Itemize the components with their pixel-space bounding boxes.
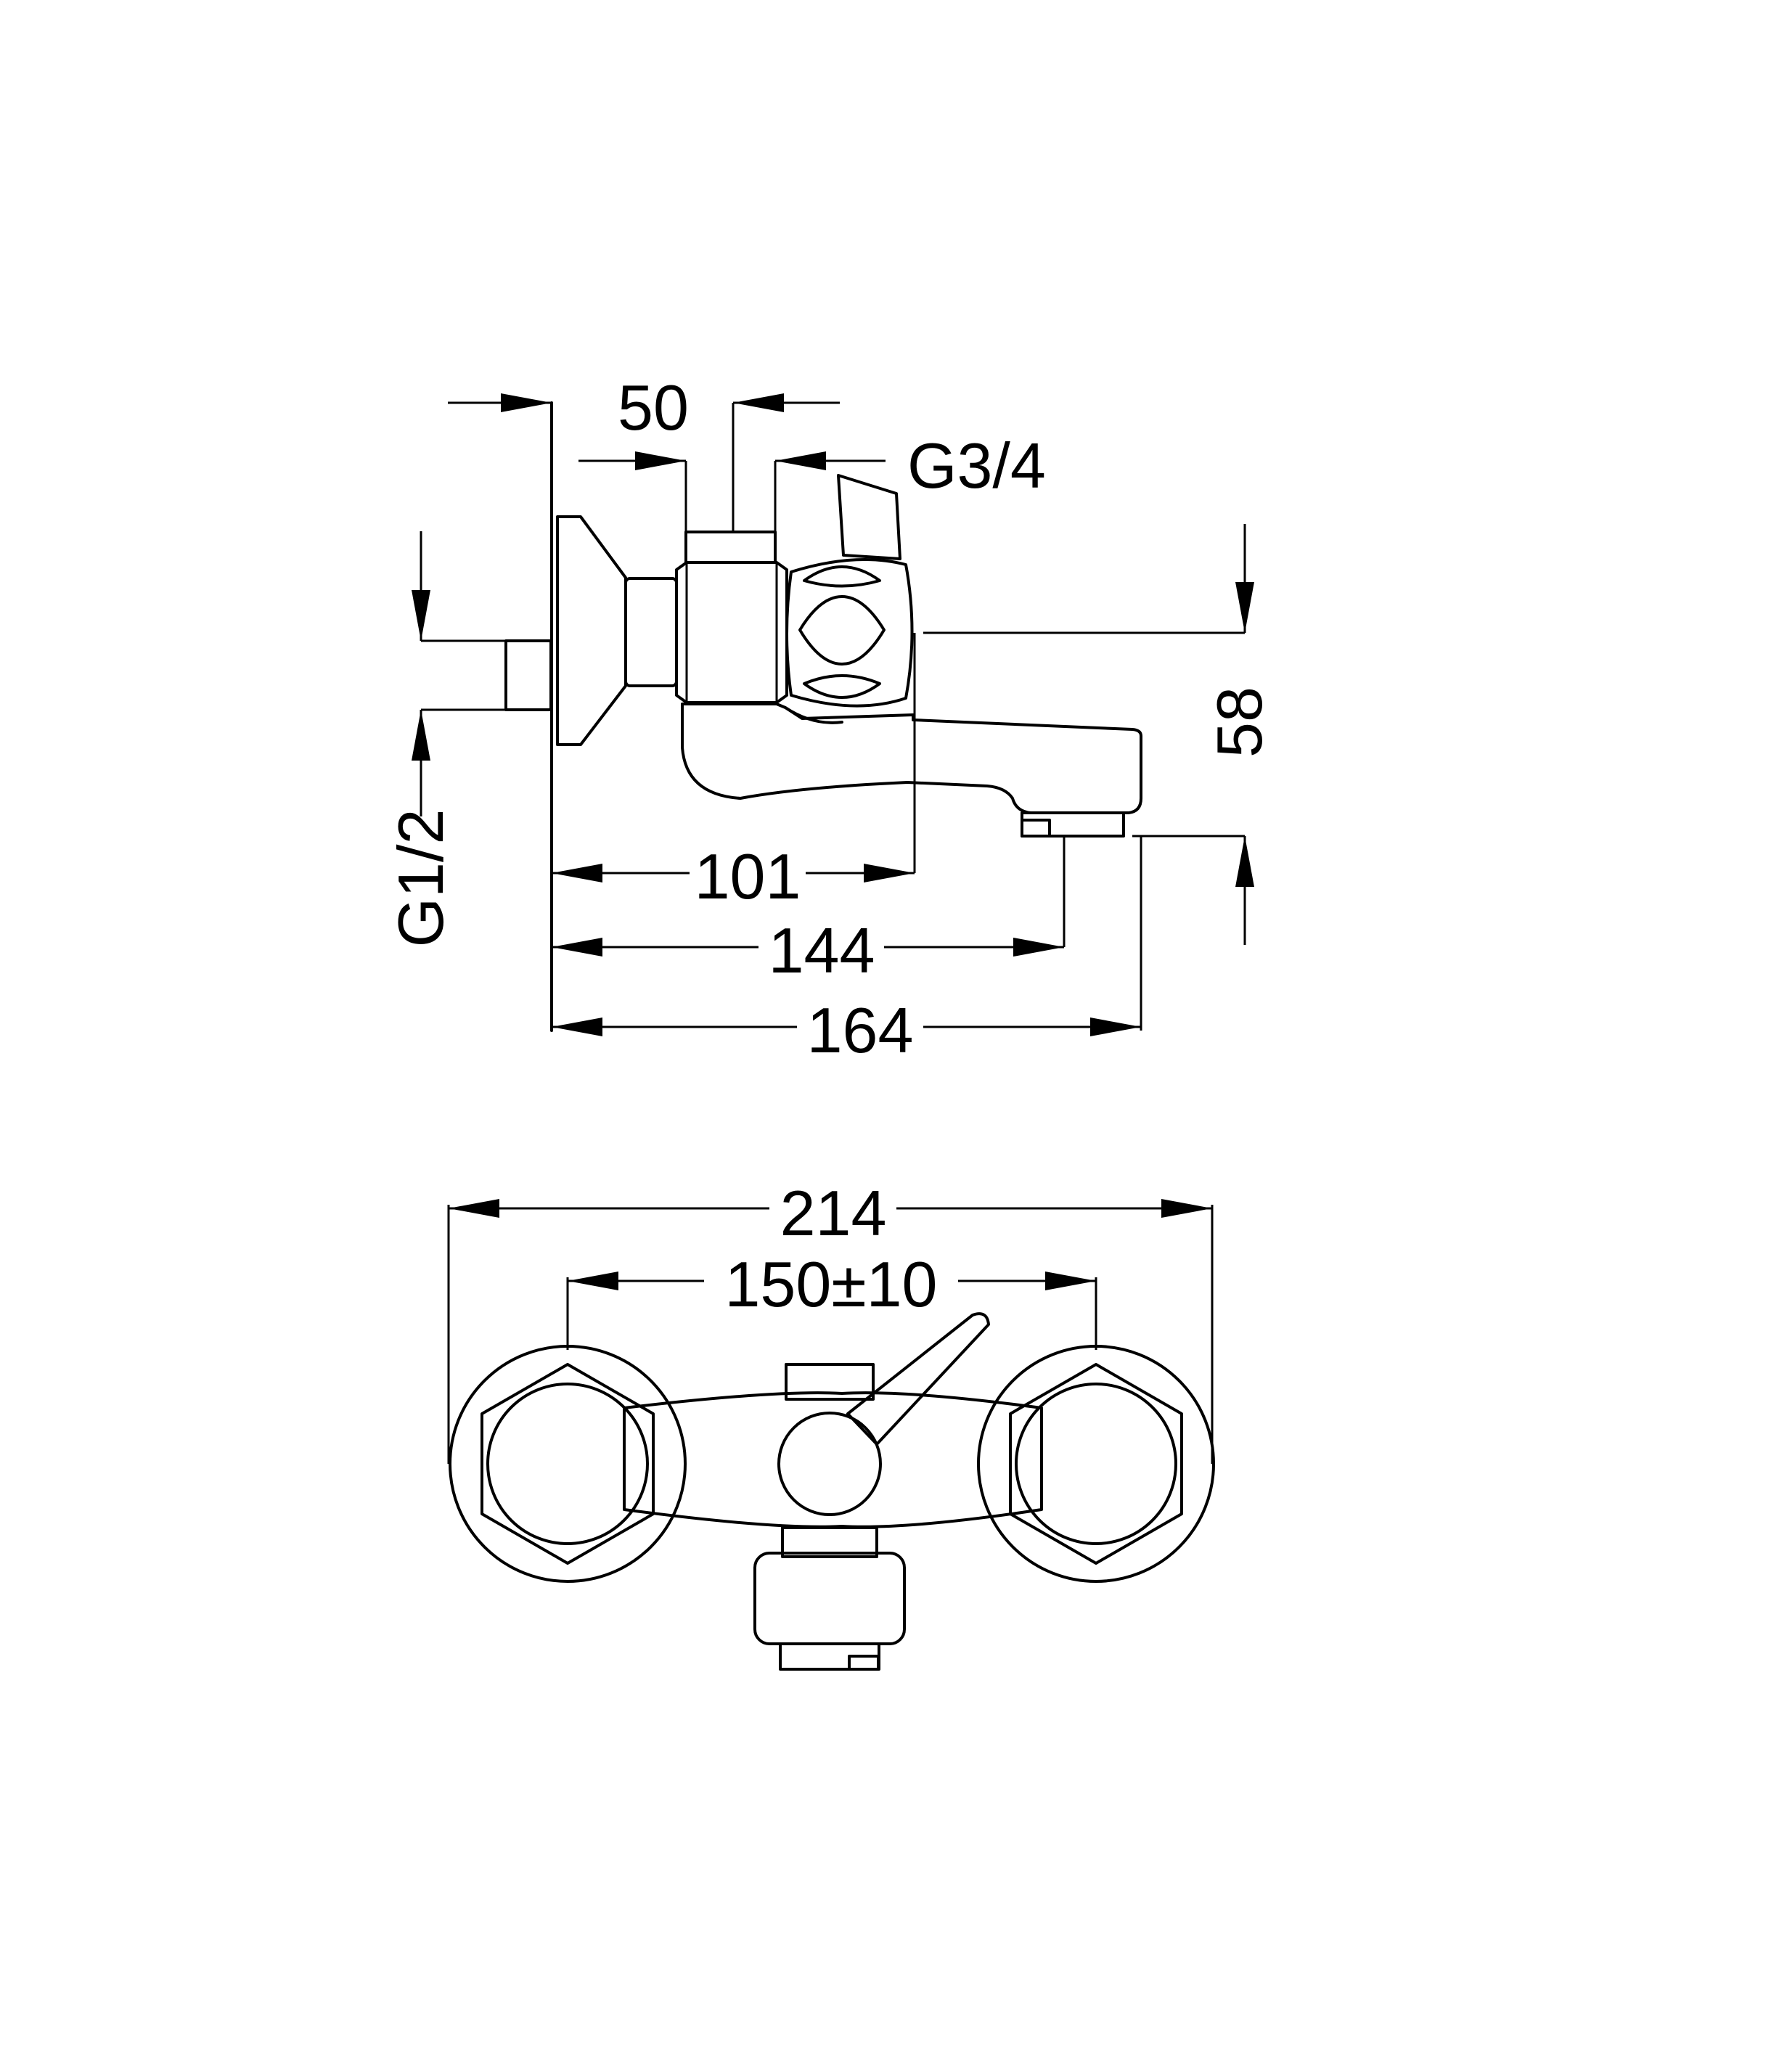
- left-inlet: [486, 1383, 649, 1545]
- dim-inlet-thread-label: G1/2: [385, 809, 457, 948]
- dim-length-total-label: 164: [807, 994, 914, 1066]
- inlet-pipe: [504, 639, 552, 711]
- lever-handle: [837, 474, 901, 560]
- right-nut: [1009, 1363, 1183, 1565]
- dim-spout-outlet-label: 50: [618, 372, 689, 443]
- dim-total-width-label: 214: [780, 1177, 887, 1249]
- mixer-body: [675, 561, 788, 704]
- right-inlet: [1015, 1383, 1177, 1545]
- left-nut: [481, 1363, 655, 1565]
- front-view: 214 150±10: [447, 1177, 1215, 1671]
- left-escutcheon: [449, 1345, 687, 1583]
- dim-centers-label: 150±10: [724, 1248, 937, 1320]
- diverter-knob: [785, 557, 914, 708]
- bath-spout: [681, 703, 1142, 814]
- escutcheon-flange: [556, 515, 627, 746]
- side-view: 50 G3/4 G1/2 58 101: [385, 372, 1275, 1066]
- connector-nut: [624, 577, 678, 687]
- dim-height-label: 58: [1203, 687, 1275, 758]
- lever-handle-front: [846, 1312, 990, 1446]
- top-connection-front: [785, 1363, 875, 1401]
- shower-connection: [684, 531, 777, 564]
- dim-thread-top-label: G3/4: [907, 430, 1046, 501]
- dim-length-handle-label: 101: [695, 840, 801, 912]
- mixer-body-front: [623, 1391, 1043, 1528]
- center-cartridge: [777, 1412, 882, 1516]
- spout-outlet-front: [753, 1552, 906, 1645]
- right-escutcheon: [977, 1345, 1215, 1583]
- dim-length-outlet-label: 144: [769, 914, 875, 986]
- aerator: [1021, 811, 1125, 838]
